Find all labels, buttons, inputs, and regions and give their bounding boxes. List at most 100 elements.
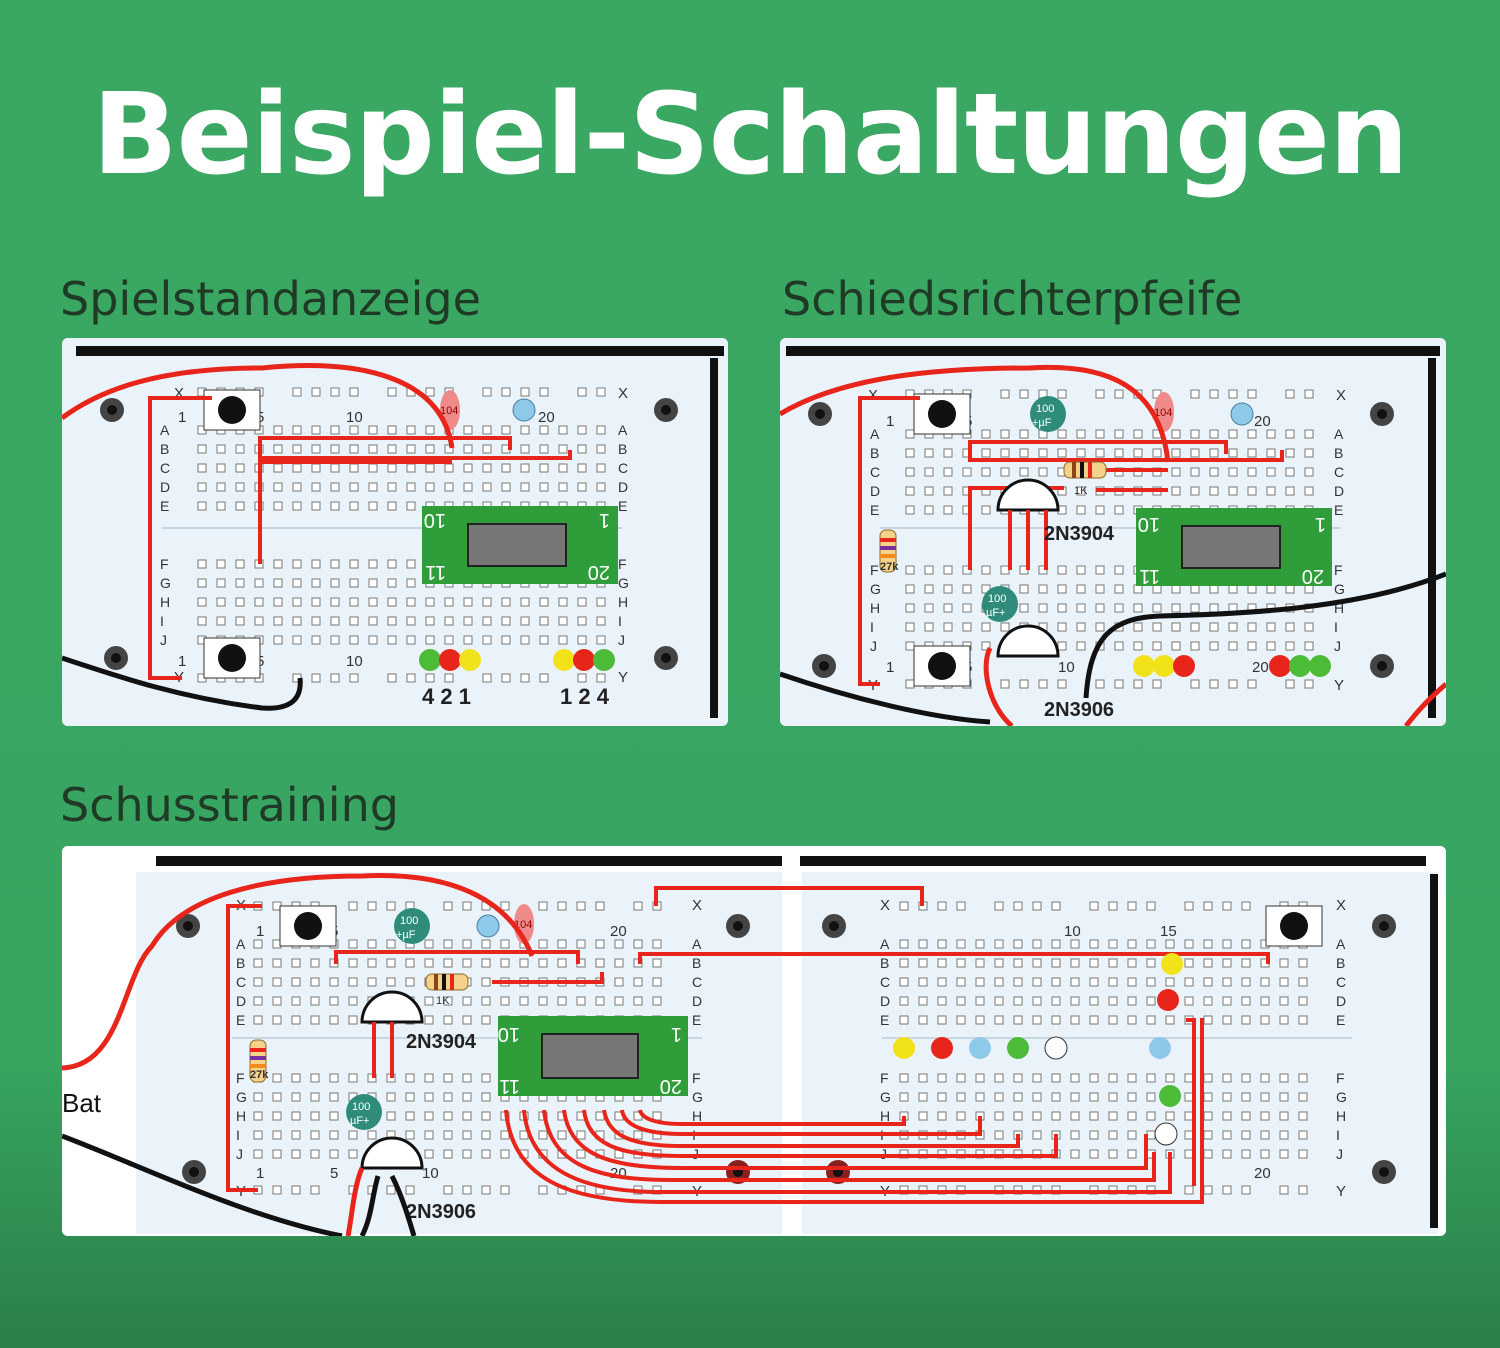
breadboard-hole <box>596 463 606 473</box>
breadboard-hole <box>368 463 378 473</box>
breadboard-hole <box>577 425 587 435</box>
row-label: F <box>1334 562 1343 578</box>
breadboard-hole <box>425 597 435 607</box>
breadboard-hole <box>1241 996 1251 1006</box>
breadboard-hole <box>501 425 511 435</box>
breadboard-hole <box>463 463 473 473</box>
breadboard-hole <box>975 939 985 949</box>
breadboard-hole <box>1241 1130 1251 1140</box>
breadboard-hole <box>387 635 397 645</box>
electrolytic-capacitor <box>394 908 430 944</box>
breadboard-hole <box>1184 1092 1194 1102</box>
breadboard-hole <box>311 616 321 626</box>
breadboard-hole <box>577 616 587 626</box>
breadboard-hole <box>482 444 492 454</box>
breadboard-hole <box>1209 641 1219 651</box>
row-label: G <box>1334 581 1345 597</box>
row-label: A <box>870 426 880 442</box>
breadboard-hole <box>943 467 953 477</box>
row-label: E <box>880 1012 889 1028</box>
row-label: I <box>236 1127 240 1143</box>
breadboard-hole <box>272 1073 282 1083</box>
led-group-right-label: 1 2 4 <box>560 684 610 709</box>
led-blue <box>969 1037 991 1059</box>
breadboard-hole <box>956 958 966 968</box>
breadboard-hole <box>424 1015 434 1025</box>
breadboard-hole <box>349 635 359 645</box>
breadboard-hole <box>291 1073 301 1083</box>
breadboard-hole <box>311 482 321 492</box>
row-label: C <box>692 974 702 990</box>
breadboard-hole <box>1146 1111 1156 1121</box>
breadboard-hole <box>443 1015 453 1025</box>
breadboard-hole <box>348 1073 358 1083</box>
breadboard-hole <box>1285 429 1295 439</box>
breadboard-hole <box>1165 1111 1175 1121</box>
breadboard-hole <box>1108 977 1118 987</box>
led-green <box>1007 1037 1029 1059</box>
breadboard-hole <box>1184 958 1194 968</box>
breadboard-hole <box>1266 486 1276 496</box>
breadboard-hole <box>1095 584 1105 594</box>
breadboard-hole <box>425 673 435 683</box>
breadboard-hole <box>1285 679 1295 689</box>
breadboard-hole <box>481 958 491 968</box>
breadboard-hole <box>1114 679 1124 689</box>
breadboard-hole <box>539 482 549 492</box>
breadboard-hole <box>1260 1111 1270 1121</box>
row-label: H <box>1336 1108 1346 1124</box>
elko-value: 100 <box>1036 403 1054 415</box>
breadboard-hole <box>463 425 473 435</box>
row-label: C <box>1334 464 1344 480</box>
breadboard-hole <box>1190 679 1200 689</box>
breadboard-hole <box>652 977 662 987</box>
breadboard-hole <box>596 673 606 683</box>
row-label: D <box>1334 483 1344 499</box>
breadboard-hole <box>482 387 492 397</box>
breadboard-hole <box>501 387 511 397</box>
breadboard-hole <box>558 444 568 454</box>
row-label: H <box>618 594 628 610</box>
rail-y-label-right: Y <box>618 669 628 686</box>
breadboard-hole <box>443 996 453 1006</box>
resistor-1k <box>425 973 469 991</box>
led-yellow <box>1153 655 1175 677</box>
breadboard-hole <box>501 616 511 626</box>
breadboard-hole <box>520 616 530 626</box>
breadboard-hole <box>424 1073 434 1083</box>
led-green <box>1159 1085 1181 1107</box>
breadboard-hole <box>918 958 928 968</box>
breadboard-hole <box>1222 1092 1232 1102</box>
chip-pin-20: 20 <box>1302 565 1324 587</box>
row-label: H <box>236 1108 246 1124</box>
breadboard-hole <box>652 1111 662 1121</box>
breadboard-hole <box>937 1073 947 1083</box>
breadboard-hole <box>1108 1073 1118 1083</box>
breadboard-hole <box>1298 1111 1308 1121</box>
breadboard-hole <box>405 1073 415 1083</box>
breadboard-hole <box>272 1130 282 1140</box>
breadboard-hole <box>329 1015 339 1025</box>
breadboard-hole <box>596 635 606 645</box>
breadboard-hole <box>1247 622 1257 632</box>
breadboard-hole <box>349 463 359 473</box>
breadboard-hole <box>1051 901 1061 911</box>
breadboard-hole <box>1222 958 1232 968</box>
breadboard-hole <box>292 482 302 492</box>
breadboard-hole <box>1146 1015 1156 1025</box>
breadboard-hole <box>482 616 492 626</box>
section-title-shooting: Schusstraining <box>60 778 399 832</box>
led-red <box>1157 989 1179 1011</box>
breadboard-hole <box>918 939 928 949</box>
breadboard-hole <box>481 1149 491 1159</box>
breadboard-hole <box>1000 565 1010 575</box>
breadboard-hole <box>1070 996 1080 1006</box>
resistor-27k-label: 27k <box>880 561 899 573</box>
breadboard-hole <box>1304 429 1314 439</box>
breadboard-hole <box>1095 679 1105 689</box>
elko-unit: µF+ <box>986 607 1005 619</box>
breadboard-hole <box>1057 603 1067 613</box>
breadboard-hole <box>406 578 416 588</box>
breadboard-hole <box>387 463 397 473</box>
led-blue <box>1230 402 1254 426</box>
